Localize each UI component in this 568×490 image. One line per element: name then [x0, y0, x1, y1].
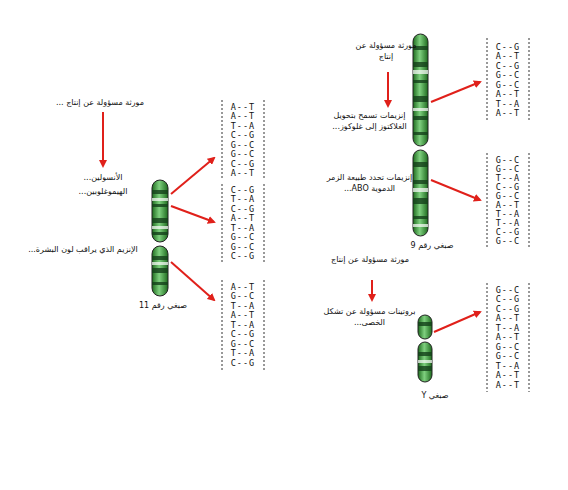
base-pair: A--T [488, 381, 528, 390]
base-pair: A--T [223, 214, 263, 223]
base-pair: T--A [488, 174, 528, 183]
base-pair: A--T [488, 201, 528, 210]
chromosome-11 [152, 180, 168, 296]
gene-heading: مورثة مسؤولة عن إنتاج [330, 254, 410, 265]
base-pair: A--T [223, 103, 263, 112]
base-pair: A--T [488, 314, 528, 323]
base-pair: C--G [223, 186, 263, 195]
base-pair: G--C [488, 343, 528, 352]
chromosome-y [418, 315, 432, 382]
base-pair: C--G [488, 305, 528, 314]
base-pair: C--G [223, 252, 263, 261]
base-pair: C--G [488, 183, 528, 192]
red-arrow [103, 72, 480, 332]
base-pair: G--C [488, 192, 528, 201]
base-pair: G--C [223, 150, 263, 159]
base-pair: G--C [488, 156, 528, 165]
base-pair: T--A [488, 362, 528, 371]
base-pair: T--A [223, 302, 263, 311]
base-pair: C--G [488, 228, 528, 237]
product-label: إنزيمات تحدد طبيعة الزمر الدموية ABO... [322, 172, 417, 194]
base-pair: A--T [488, 371, 528, 380]
base-pair: T--A [488, 210, 528, 219]
base-pair: C--G [488, 43, 528, 52]
base-pair: C--G [223, 160, 263, 169]
base-pair: G--C [488, 352, 528, 361]
product-label: الإنزيم الذي يراقب لون البشرة... [28, 244, 138, 255]
base-pair: G--C [223, 292, 263, 301]
base-pair: G--C [223, 340, 263, 349]
base-pair: A--T [223, 311, 263, 320]
base-pair: C--G [223, 205, 263, 214]
product-label: إنزيمات تسمح بتحويل الغلاكتوز إلى غلوكوز… [322, 110, 417, 132]
product-label: الأنسولين... [62, 172, 144, 183]
base-pair: A--T [223, 283, 263, 292]
base-pair: G--C [488, 81, 528, 90]
base-pair: G--C [223, 243, 263, 252]
base-pair: A--T [488, 90, 528, 99]
base-pair: T--A [488, 324, 528, 333]
base-pair: T--A [223, 195, 263, 204]
chromosome-label: صبغي Y [410, 390, 460, 401]
chromosome-9 [413, 34, 428, 236]
gene-heading: مورثة مسؤولة عن إنتاج [355, 40, 417, 62]
base-pair: C--G [223, 330, 263, 339]
base-pair: C--G [488, 295, 528, 304]
product-label: الهيموغلوبين... [62, 186, 144, 197]
base-pair: G--C [488, 71, 528, 80]
base-pair: C--G [223, 131, 263, 140]
base-pair: A--T [488, 109, 528, 118]
base-pair: G--C [223, 233, 263, 242]
chromosome-label: صبغي رقم 11 [128, 300, 198, 311]
base-pair: A--T [488, 333, 528, 342]
chromosome-label: صبغي رقم 9 [402, 240, 462, 251]
base-pair: G--C [488, 286, 528, 295]
base-pair: T--A [488, 100, 528, 109]
dna-strand [222, 38, 529, 392]
base-pair: T--A [223, 321, 263, 330]
base-pair: T--A [223, 224, 263, 233]
base-pair: A--T [223, 112, 263, 121]
base-pair: G--C [223, 141, 263, 150]
base-pair: G--C [488, 165, 528, 174]
base-pair: C--G [223, 359, 263, 368]
base-pair: G--C [488, 237, 528, 246]
base-pair: T--A [223, 349, 263, 358]
base-pair: T--A [488, 219, 528, 228]
base-pair: T--A [223, 122, 263, 131]
base-pair: C--G [488, 62, 528, 71]
base-pair: A--T [488, 52, 528, 61]
product-label: بروتينات مسؤولة عن تشكل الخصى... [322, 306, 417, 328]
gene-heading: مورثة مسؤولة عن إنتاج ... [30, 97, 170, 108]
base-pair: A--T [223, 169, 263, 178]
